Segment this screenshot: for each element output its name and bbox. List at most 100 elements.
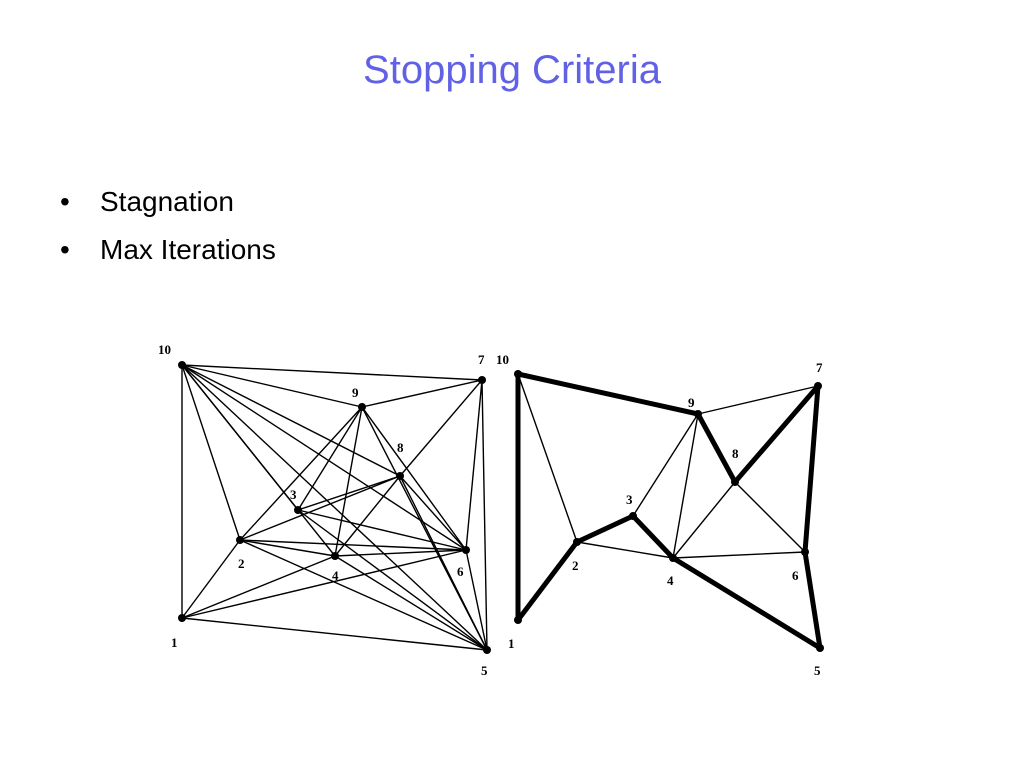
graph-edge [181,555,336,619]
graph-edge [361,406,467,551]
node-label-7: 7 [478,352,485,367]
graph-edge [481,379,488,651]
bullet-symbol: • [60,186,70,217]
graph-edge [181,364,467,551]
graph-node-10 [514,370,522,378]
node-label-6: 6 [457,564,464,579]
graph-edge [239,539,488,651]
graph-edge [297,475,401,511]
graph-node-8 [396,472,404,480]
tour-edge [515,539,580,623]
node-label-9: 9 [688,395,695,410]
graph-edge [672,551,806,559]
slide-title: Stopping Criteria [363,48,661,92]
node-label-3: 3 [626,492,633,507]
graph-node-3 [294,506,302,514]
graph-node-10 [178,361,186,369]
tour-edge [630,513,676,561]
graph-node-6 [462,546,470,554]
bullet-text: Stagnation [100,186,234,217]
graph-edge [239,475,401,541]
graph-node-8 [731,478,739,486]
graph-node-5 [816,644,824,652]
graph-node-4 [331,552,339,560]
graph-edge [672,481,736,559]
graph-node-9 [694,410,702,418]
graph-edge [239,539,467,551]
graph-node-4 [669,554,677,562]
tour-edge [732,383,821,485]
graph-edge [334,549,467,557]
graph-edge [361,379,483,408]
bullet-list: • Stagnation • Max Iterations [60,186,276,282]
graph-edge [399,475,488,651]
graph-edge [297,406,363,511]
node-label-6: 6 [792,568,799,583]
node-label-7: 7 [816,360,823,375]
graph-node-2 [236,536,244,544]
node-label-1: 1 [508,636,515,651]
node-label-10: 10 [158,342,171,357]
graph-edge [181,364,488,651]
graph-edge [697,385,819,415]
tour-edge [695,411,738,485]
graph-node-7 [814,382,822,390]
graph-edge [517,373,578,543]
tour-edge [670,555,823,651]
graph-node-6 [801,548,809,556]
graph-edge [181,364,299,511]
graph-edge [181,364,483,381]
graph-edge [465,379,483,551]
node-label-9: 9 [352,385,359,400]
graph-edge [334,475,401,557]
graph-node-3 [629,512,637,520]
node-label-1: 1 [171,635,178,650]
node-label-4: 4 [332,568,339,583]
graph-edge [239,539,336,557]
tour-edge [802,549,823,651]
graph-edge [399,475,467,551]
bullet-symbol: • [60,234,70,265]
graph-edge [632,413,699,517]
node-label-10: 10 [496,352,509,367]
graph-edge [334,406,363,557]
graph-edge [297,509,488,651]
graph-node-9 [358,403,366,411]
graph-node-2 [573,538,581,546]
node-label-5: 5 [814,663,821,678]
tour-edge [802,383,821,555]
graph-diagram: 1 2 3 4 5 6 7 8 9 10 1 2 3 4 5 6 7 8 9 10 [158,342,824,678]
graph-edge [465,549,488,651]
tour-graph-right: 1 2 3 4 5 6 7 8 9 10 [496,352,824,678]
bullet-item-max-iterations: • Max Iterations [60,234,276,282]
graph-node-7 [478,376,486,384]
tour-edge [515,371,701,417]
graph-node-1 [178,614,186,622]
node-label-5: 5 [481,663,488,678]
graph-node-1 [514,616,522,624]
bullet-item-stagnation: • Stagnation [60,186,276,234]
graph-edge [576,541,674,559]
graph-edge [181,549,467,619]
node-label-4: 4 [667,573,674,588]
graph-edge [239,406,363,541]
graph-edge [181,364,401,477]
complete-graph-left: 1 2 3 4 5 6 7 8 9 10 [158,342,491,678]
node-label-8: 8 [397,440,404,455]
graph-edge [334,555,488,651]
graph-edge [297,509,467,551]
graph-edge [734,481,806,553]
node-label-8: 8 [732,446,739,461]
graph-edge [181,364,363,408]
node-label-2: 2 [238,556,245,571]
graph-edge [181,364,241,541]
tour-edge [574,513,636,545]
graph-node-5 [483,646,491,654]
bullet-text: Max Iterations [100,234,276,265]
graph-edge [672,413,699,559]
node-label-2: 2 [572,558,579,573]
graph-edge [181,617,488,651]
node-label-3: 3 [290,487,297,502]
graph-edge [399,379,483,477]
